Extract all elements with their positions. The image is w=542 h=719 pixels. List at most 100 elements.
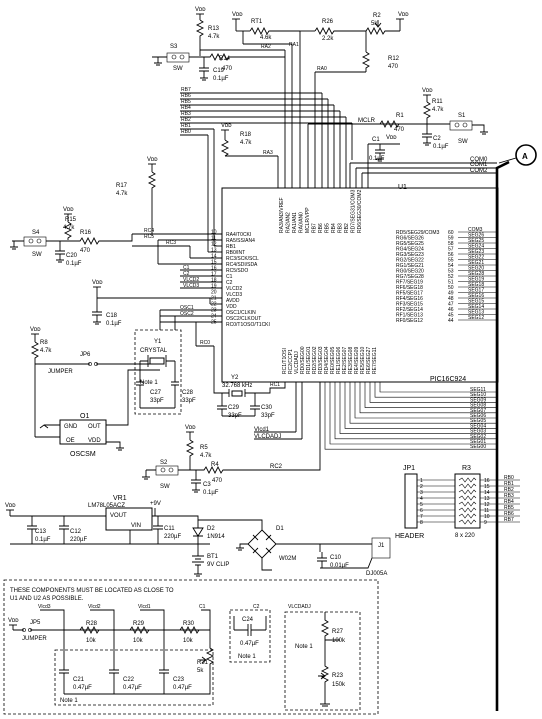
r11-value: 4.7k xyxy=(432,107,444,113)
u1-left-pin-name: RC0/T1OSO/T1CKI xyxy=(226,322,270,328)
r30-value: 10k xyxy=(183,638,194,644)
vlcdadj-note-box xyxy=(284,611,361,711)
r18-network: Vᴅᴅ R18 4.7k RA3 xyxy=(220,123,279,188)
c30-ref: C30 xyxy=(261,405,273,411)
u1-right-pin-number: 47 xyxy=(448,302,454,308)
u1-top-pin-name: RD6/SEG30/COM2 xyxy=(357,189,363,233)
u1-right-pin-net: COM3 xyxy=(468,227,483,233)
jp1-body xyxy=(404,473,418,529)
net-rb7: RB7 xyxy=(181,87,191,93)
mclr-network: Vᴅᴅ R11 4.7k MCLR R1 470 S1 SW C2 0.1µF … xyxy=(307,88,488,188)
rb-out-label: RB3 xyxy=(504,493,514,499)
u1-left-pin-name: RA4/T0CKI xyxy=(226,232,251,238)
bt1-part: 9V CLIP xyxy=(207,562,229,568)
u1-left-pin-name: RC5/SDO xyxy=(226,268,248,274)
u1-bottom-pin-name: RD1/SEG01 xyxy=(306,346,312,374)
r23-value: 150k xyxy=(332,682,346,688)
u1-left-pin-number: 14 xyxy=(211,254,217,260)
r18-value: 4.7k xyxy=(240,140,252,146)
connector-a-symbol xyxy=(515,144,537,166)
r8-value: 4.7k xyxy=(40,348,52,354)
u1-right-pin-number: 51 xyxy=(448,280,454,286)
r3-pin-number: 11 xyxy=(484,508,489,514)
c23-value: 0.47µF xyxy=(173,685,192,691)
ladder-c2: C2 xyxy=(253,604,260,610)
seg-net-label: SEG07 xyxy=(470,408,486,414)
c3-value: 0.1µF xyxy=(203,490,219,496)
layout-note-box xyxy=(3,579,379,715)
u1-left-pin-number: 22 xyxy=(211,302,217,308)
r3-element xyxy=(458,519,477,525)
net-rc1: RC1 xyxy=(270,382,280,388)
rb-out-label: RB6 xyxy=(504,511,514,517)
u1-bottom-pin-name: RE1/SEG06 xyxy=(336,347,342,374)
net-ra1: RA1 xyxy=(289,42,299,48)
seg-wire xyxy=(374,382,497,398)
net-vlcd3: VLCD3 xyxy=(183,283,199,289)
r5-ref: R5 xyxy=(200,445,208,451)
net-vlcd1: Vlcd1 xyxy=(254,427,270,433)
r3-pin-number: 13 xyxy=(484,496,490,502)
net-osc2: OSC2 xyxy=(180,311,194,317)
c10-value: 0.01µF xyxy=(330,563,349,569)
c27-value: 33pF xyxy=(150,398,164,404)
bt1-ref: BT1 xyxy=(207,554,219,560)
u1-right-pin-number: 46 xyxy=(448,307,454,313)
o1-type: OSCSM xyxy=(70,451,96,458)
u1-top-pin-name: RA3/AN3/VREF xyxy=(279,197,285,233)
u1-left-pin-number: 16 xyxy=(211,266,217,272)
r11-ref: R11 xyxy=(432,99,443,105)
u1-right-pin-number: 48 xyxy=(448,296,454,302)
s3-type: SW xyxy=(173,66,183,72)
u1-bottom-pin-name: RD3/SEG03 xyxy=(318,346,324,374)
u1-right-pin-name: RF5/SEG17 xyxy=(396,291,423,297)
u1-right-pin-name: RF1/SEG13 xyxy=(396,313,423,319)
jp1-ref: JP1 xyxy=(403,465,415,472)
s4-type: SW xyxy=(32,252,42,258)
r31-value: 5k xyxy=(197,668,204,674)
u1-right-pin-number: 55 xyxy=(448,258,454,264)
r13-value: 4.7k xyxy=(208,34,220,40)
r8-ref: R8 xyxy=(40,340,48,346)
jp6-type: JUMPER xyxy=(48,369,73,375)
c22-ref: C22 xyxy=(123,677,135,683)
vdd-label-r8: Vᴅᴅ xyxy=(30,327,41,333)
u1-top-pin-name: RA2/AN2 xyxy=(286,212,292,233)
net-rb1: RB1 xyxy=(181,123,191,129)
seg-wire xyxy=(364,382,497,408)
r3-pin-number: 14 xyxy=(484,490,490,496)
r14-ref: R14 xyxy=(219,56,231,62)
u1-bottom-pin-name: RE6/SEG27 xyxy=(366,347,372,374)
jp1-pin-number: 1 xyxy=(420,478,423,484)
u1-top-pin-name: RB7 xyxy=(312,223,318,233)
r3-element xyxy=(458,495,477,501)
r23-ref: R23 xyxy=(332,673,344,679)
r15-ref: R15 xyxy=(65,217,77,223)
u1-top-pin-name: MCLR/VPP xyxy=(305,207,311,233)
rb-out-label: RB7 xyxy=(504,517,514,523)
r13-ref: R13 xyxy=(208,26,220,32)
u1-right-pin-name: RG5/SEG25 xyxy=(396,241,424,247)
r27-ref: R27 xyxy=(332,629,344,635)
r16-ref: R16 xyxy=(80,230,92,236)
u1-left-pin-name: RA5/SS/AN4 xyxy=(226,238,255,244)
power-pins-network: Vᴅᴅ C18 0.1µF C1 C2 VLCD2 VLCD3 xyxy=(92,265,222,327)
vdd-label-r17: Vᴅᴅ xyxy=(147,157,158,163)
u1-left-pin-number: 24 xyxy=(211,314,217,320)
c30-value: 33pF xyxy=(261,413,275,419)
c2-ref: C2 xyxy=(433,136,441,142)
jp5-ref: JP5 xyxy=(30,620,41,626)
r3-body xyxy=(454,473,481,529)
net-rc2: RC2 xyxy=(270,464,283,470)
y2-value: 32.768 kHz xyxy=(222,383,252,389)
u1-right-pin-net: SEG18 xyxy=(468,282,484,288)
s2-type: SW xyxy=(160,484,170,490)
u1-right-pin-name: RG7/SEG28 xyxy=(396,274,424,280)
jp1-pin-number: 2 xyxy=(420,484,423,490)
r3-element xyxy=(458,489,477,495)
y1-type: CRYSTAL xyxy=(140,348,168,354)
ladder-vlcd1: Vlcd1 xyxy=(138,604,151,610)
r12-value: 470 xyxy=(388,64,399,70)
